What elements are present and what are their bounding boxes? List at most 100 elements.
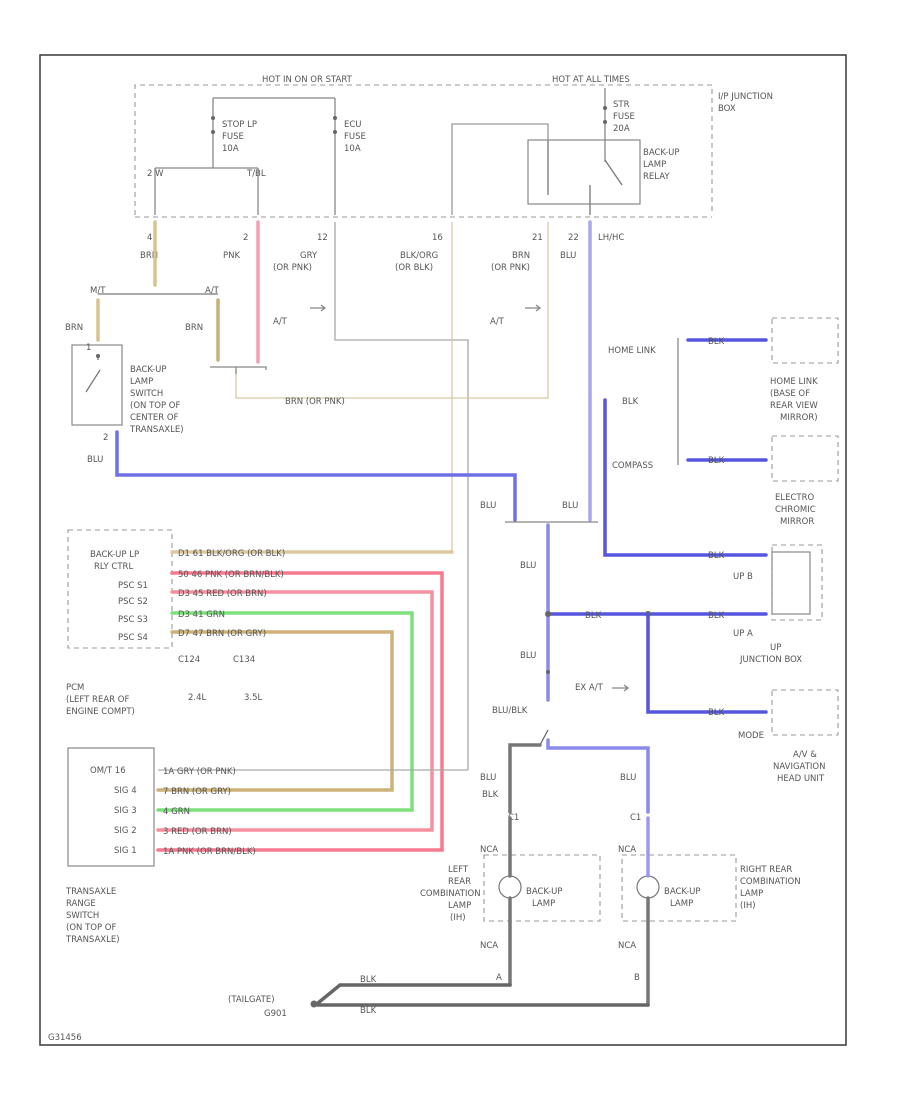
transaxle-pin-1: OM/T 16 [90, 766, 126, 776]
up-junction-label-1: UP [770, 643, 781, 653]
ip-junction-label: I/P JUNCTION [718, 92, 773, 102]
up-junction-label-2: JUNCTION BOX [739, 655, 802, 665]
right-lamp-name-1: RIGHT REAR [740, 865, 792, 875]
wire-blk-up-label-2: BLK [585, 611, 602, 621]
transaxle-name-1: TRANSAXLE [65, 887, 116, 897]
pcm-pin-1: BACK-UP LP [90, 550, 139, 560]
pcm-pin-3: PSC S1 [118, 581, 148, 591]
pcm-pin-2: RLY CTRL [94, 562, 133, 572]
left-lamp-name-5: (IH) [450, 913, 466, 923]
right-backup-bulb [636, 875, 660, 899]
backup-lamp-switch-box [71, 344, 123, 426]
connector-c1-left: C1 [508, 813, 519, 823]
backup-switch-label-4: (ON TOP OF [130, 401, 180, 411]
left-backup-label-1: BACK-UP [526, 887, 563, 897]
pin-12-label: 12 [317, 233, 328, 243]
backup-switch-label-5: CENTER OF [130, 413, 179, 423]
ip-junction-box-outline [134, 84, 713, 215]
wire-gry-label-1: GRY [300, 251, 318, 261]
transaxle-pin-4: SIG 2 [114, 826, 137, 836]
engine-24l: 2.4L [188, 693, 207, 703]
left-backup-label-2: LAMP [532, 899, 555, 909]
blu-switch-arm [539, 729, 549, 746]
wire-brn-label-4: BRN [185, 323, 203, 333]
pcm-wire-5: D7 47 BRN (OR GRY) [178, 629, 266, 639]
pin-21-label: 21 [532, 233, 543, 243]
transaxle-wire-5: 1A PNK (OR BRN/BLK) [163, 847, 256, 857]
up-b-label: UP B [733, 572, 753, 582]
relay-label-3: RELAY [643, 172, 670, 182]
ex-at-label: EX A/T [575, 683, 604, 693]
wire-blk-vertical-label: BLK [622, 397, 639, 407]
ex-at-arrow [612, 684, 630, 692]
wire-blu-label-6: BLU [520, 651, 536, 661]
wire-blk-up-label-3: BLK [708, 611, 725, 621]
transaxle-pin-5: SIG 1 [114, 846, 137, 856]
connector-c124: C124 [178, 655, 200, 665]
transaxle-wire-1: 1A GRY (OR PNK) [163, 767, 236, 777]
electro-chromic-3: MIRROR [780, 517, 814, 527]
pin-16-label: 16 [432, 233, 443, 243]
pin-b-label: B [634, 973, 640, 983]
at-mid-label: A/T [273, 317, 288, 327]
left-lamp-name-2: REAR [448, 877, 471, 887]
wire-blu-label-3: BLU [480, 501, 496, 511]
wire-brn-label-2: BRN [512, 251, 530, 261]
transaxle-name-4: (ON TOP OF [66, 923, 116, 933]
transaxle-name-2: RANGE [66, 899, 96, 909]
wire-blu-blk-label: BLU/BLK [492, 706, 528, 716]
stop-fuse-label-1: STOP LP [222, 120, 257, 130]
wire-pcm-pnk [156, 571, 444, 852]
pcm-name-3: ENGINE COMPT) [66, 707, 135, 717]
right-rear-lamp-box [621, 854, 737, 922]
wire-pcm-red [156, 590, 434, 832]
av-head-unit-box [771, 689, 839, 736]
up-a-label: UP A [733, 629, 753, 639]
backup-switch-pin-2-label: 2 [103, 433, 108, 443]
left-lamp-name-1: LEFT [448, 865, 469, 875]
wire-blk-ground-1: BLK [360, 975, 377, 985]
ecu-fuse-label-3: 10A [344, 144, 361, 154]
ecu-fuse-label-1: ECU [344, 120, 362, 130]
pcm-name-2: (LEFT REAR OF [66, 695, 129, 705]
pin-a-label: A [496, 973, 502, 983]
home-link-unit-4: MIRROR) [780, 413, 818, 423]
relay-switch-arm [604, 159, 623, 186]
engine-35l: 3.5L [244, 693, 263, 703]
ground-name-2: G901 [264, 1009, 287, 1019]
mode-label: MODE [738, 731, 764, 741]
str-fuse-terminal-bottom [603, 120, 607, 124]
wire-brn-label-3: BRN [65, 323, 83, 333]
transaxle-wire-3: 4 GRN [163, 807, 190, 817]
pcm-wire-4: D3 41 GRN [178, 610, 225, 620]
wire-blk-mode [646, 612, 768, 714]
connector-c-upper [546, 670, 550, 674]
wire-blu-label-5: BLU [520, 561, 536, 571]
backup-switch-label-6: TRANSAXLE) [129, 425, 184, 435]
left-rear-lamp-box [483, 854, 601, 922]
wire-blu-label-1: BLU [560, 251, 576, 261]
str-fuse-label-3: 20A [613, 124, 630, 134]
diagram-frame [39, 54, 847, 1046]
right-lamp-name-4: (IH) [740, 901, 756, 911]
wire-blk-mirror-vertical [603, 398, 768, 557]
at-arrow-mid [310, 304, 327, 312]
compass-label: COMPASS [612, 461, 653, 471]
stop-fuse-terminal-top [211, 116, 215, 120]
pcm-pin-4: PSC S2 [118, 597, 148, 607]
str-fuse-label-1: STR [613, 100, 630, 110]
pin-22-label: 22 [568, 233, 579, 243]
hot-at-all-label: HOT AT ALL TIMES [552, 75, 630, 85]
relay-label-2: LAMP [643, 160, 666, 170]
backup-switch-pin-1 [96, 354, 100, 358]
relay-feed-left [451, 123, 549, 215]
wire-pcm-brn [156, 630, 394, 792]
relay-label-1: BACK-UP [643, 148, 680, 158]
wire-orblk-label: (OR BLK) [395, 263, 433, 273]
backup-switch-label-1: BACK-UP [130, 365, 167, 375]
wire-orpnk-label-2: (OR PNK) [491, 263, 530, 273]
mt-label: M/T [90, 286, 106, 296]
at-arrow-right [525, 304, 542, 312]
connector-tbl-label: T/BL [246, 169, 266, 179]
home-link-unit-box [771, 317, 839, 364]
